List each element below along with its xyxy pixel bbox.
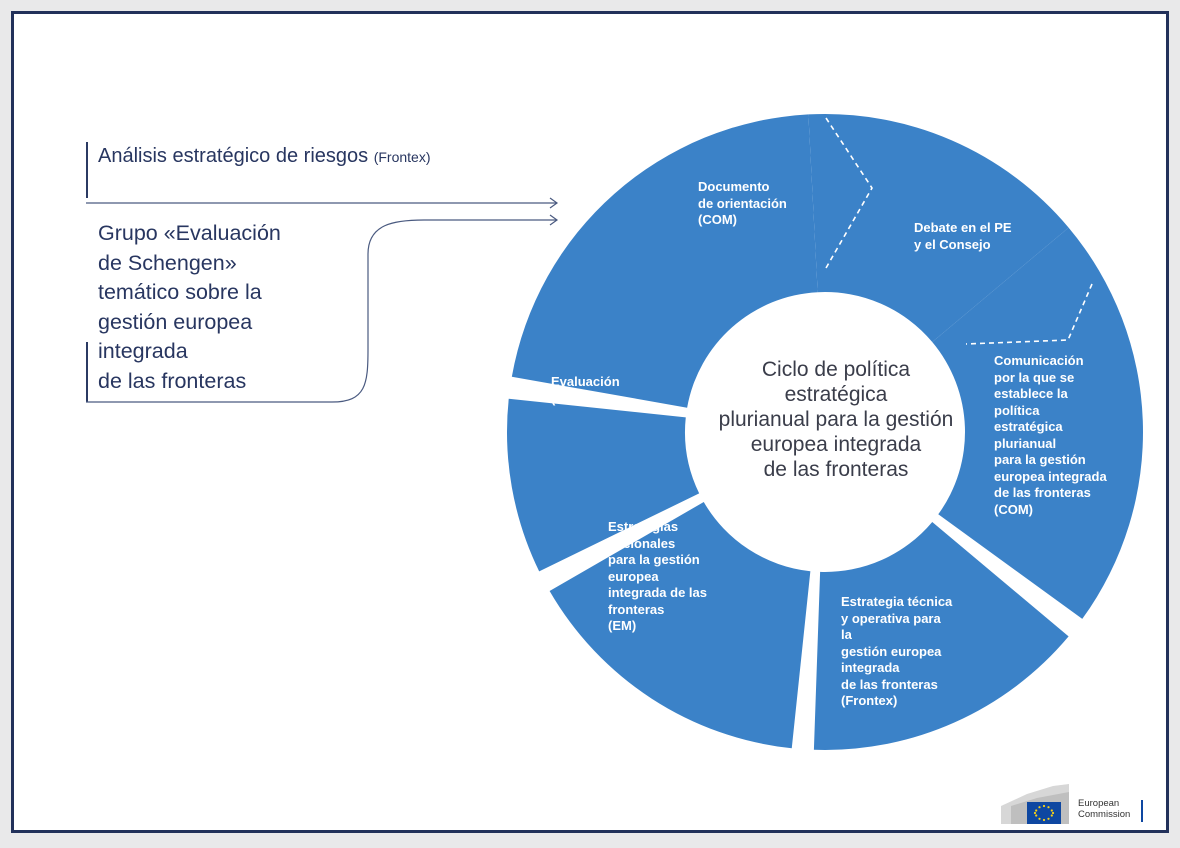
logo-line: Commission xyxy=(1078,809,1131,820)
segment-line: (Frontex) xyxy=(841,693,898,708)
segment-line: Evaluación xyxy=(551,374,620,389)
slide: Análisis estratégico de riesgos (Frontex… xyxy=(11,11,1169,833)
segment-line: para la gestión xyxy=(994,452,1086,467)
segment-line: Estrategias xyxy=(608,519,679,534)
divider-right xyxy=(965,283,1093,345)
segment-evaluacion-shape xyxy=(506,398,700,572)
segment-shapes xyxy=(506,114,1144,750)
segment-line: (COM) xyxy=(698,212,737,227)
segment-line: y operativa para xyxy=(841,610,941,626)
segment-line: (COM) xyxy=(551,390,590,406)
segment-line: Documento xyxy=(698,179,770,194)
segment-line: Debate en el PE xyxy=(914,220,1012,235)
segment-line: Estrategia técnica xyxy=(841,594,953,609)
segment-line: de orientación xyxy=(698,195,787,211)
european-commission-logo xyxy=(1001,784,1143,824)
segment-line: de las fronteras xyxy=(994,485,1091,500)
center-line: Ciclo de política xyxy=(761,358,911,381)
arrow-group xyxy=(86,219,557,403)
segment-line: integrada xyxy=(841,660,900,675)
center-line: estratégica xyxy=(784,383,888,406)
segment-line: (EM) xyxy=(608,618,637,633)
center-line: plurianual para la gestión xyxy=(718,408,954,431)
segment-line: integrada de las xyxy=(608,585,707,600)
segment-debate-label: Debate en el PE y el Consejo xyxy=(914,220,1012,253)
group-line: de Schengen» xyxy=(98,250,237,275)
segment-line: Comunicación xyxy=(994,353,1084,368)
bar-analysis xyxy=(86,142,88,198)
segment-line: gestión europea xyxy=(841,643,942,659)
segment-documento-shape xyxy=(511,114,818,408)
segment-estrategia-tecnica-shape xyxy=(813,521,1069,750)
analysis-label: Análisis estratégico de riesgos (Frontex… xyxy=(98,145,431,168)
segment-line: la xyxy=(841,627,852,642)
segment-comunicacion-shape xyxy=(932,227,1144,619)
segment-line: nacionales xyxy=(608,535,676,551)
segment-line: política xyxy=(994,402,1040,418)
group-line: integrada xyxy=(98,339,188,363)
group-line: temático sobre la xyxy=(98,280,262,304)
cycle-center-label: Ciclo de política estratégica plurianual… xyxy=(691,357,981,482)
analysis-text: Análisis estratégico de riesgos xyxy=(98,145,369,167)
arrowhead-group xyxy=(549,214,559,226)
segment-comunicacion-label: Comunicación por la que se establece la … xyxy=(994,353,1107,518)
center-line: de las fronteras xyxy=(763,458,909,481)
center-line: europea integrada xyxy=(750,433,922,456)
divider-top xyxy=(825,117,873,269)
segment-line: estratégica xyxy=(994,419,1063,434)
segment-line: para la gestión xyxy=(608,552,700,567)
segment-line: de las fronteras xyxy=(841,676,938,692)
segment-line: establece la xyxy=(994,386,1068,401)
group-label: Grupo «Evaluación de Schengen» temático … xyxy=(98,219,338,396)
segment-line: plurianual xyxy=(994,435,1057,451)
segment-line: europea xyxy=(608,568,659,584)
segment-evaluacion-label: Evaluación (COM) xyxy=(551,374,620,407)
logo-line: European xyxy=(1078,798,1120,809)
segment-documento-label: Documento de orientación (COM) xyxy=(698,179,787,229)
connector-arrows xyxy=(86,197,559,403)
segment-line: (COM) xyxy=(994,501,1033,517)
segment-line: europea integrada xyxy=(994,468,1107,484)
segment-line: por la que se xyxy=(994,369,1075,385)
cycle-diagram xyxy=(86,114,1144,750)
segment-line: fronteras xyxy=(608,601,665,617)
segment-line: y el Consejo xyxy=(914,236,991,252)
group-line: gestión europea xyxy=(98,309,253,334)
bar-group xyxy=(86,342,88,402)
segment-estrategias-nacionales-label: Estrategias nacionales para la gestión e… xyxy=(608,519,707,635)
logo-text: European Commission xyxy=(1078,798,1130,820)
segment-estrategia-tecnica-label: Estrategia técnica y operativa para la g… xyxy=(841,594,952,710)
group-line: Grupo «Evaluación xyxy=(98,221,281,245)
segment-estrategias-nacionales-shape xyxy=(549,502,811,749)
dashed-dividers xyxy=(825,117,1093,345)
eu-flag-icon xyxy=(1027,802,1061,824)
segment-debate-shape xyxy=(808,114,1069,343)
group-line: de las fronteras xyxy=(98,368,247,393)
analysis-suffix: (Frontex) xyxy=(373,149,431,165)
arrowhead-analysis xyxy=(549,197,559,209)
